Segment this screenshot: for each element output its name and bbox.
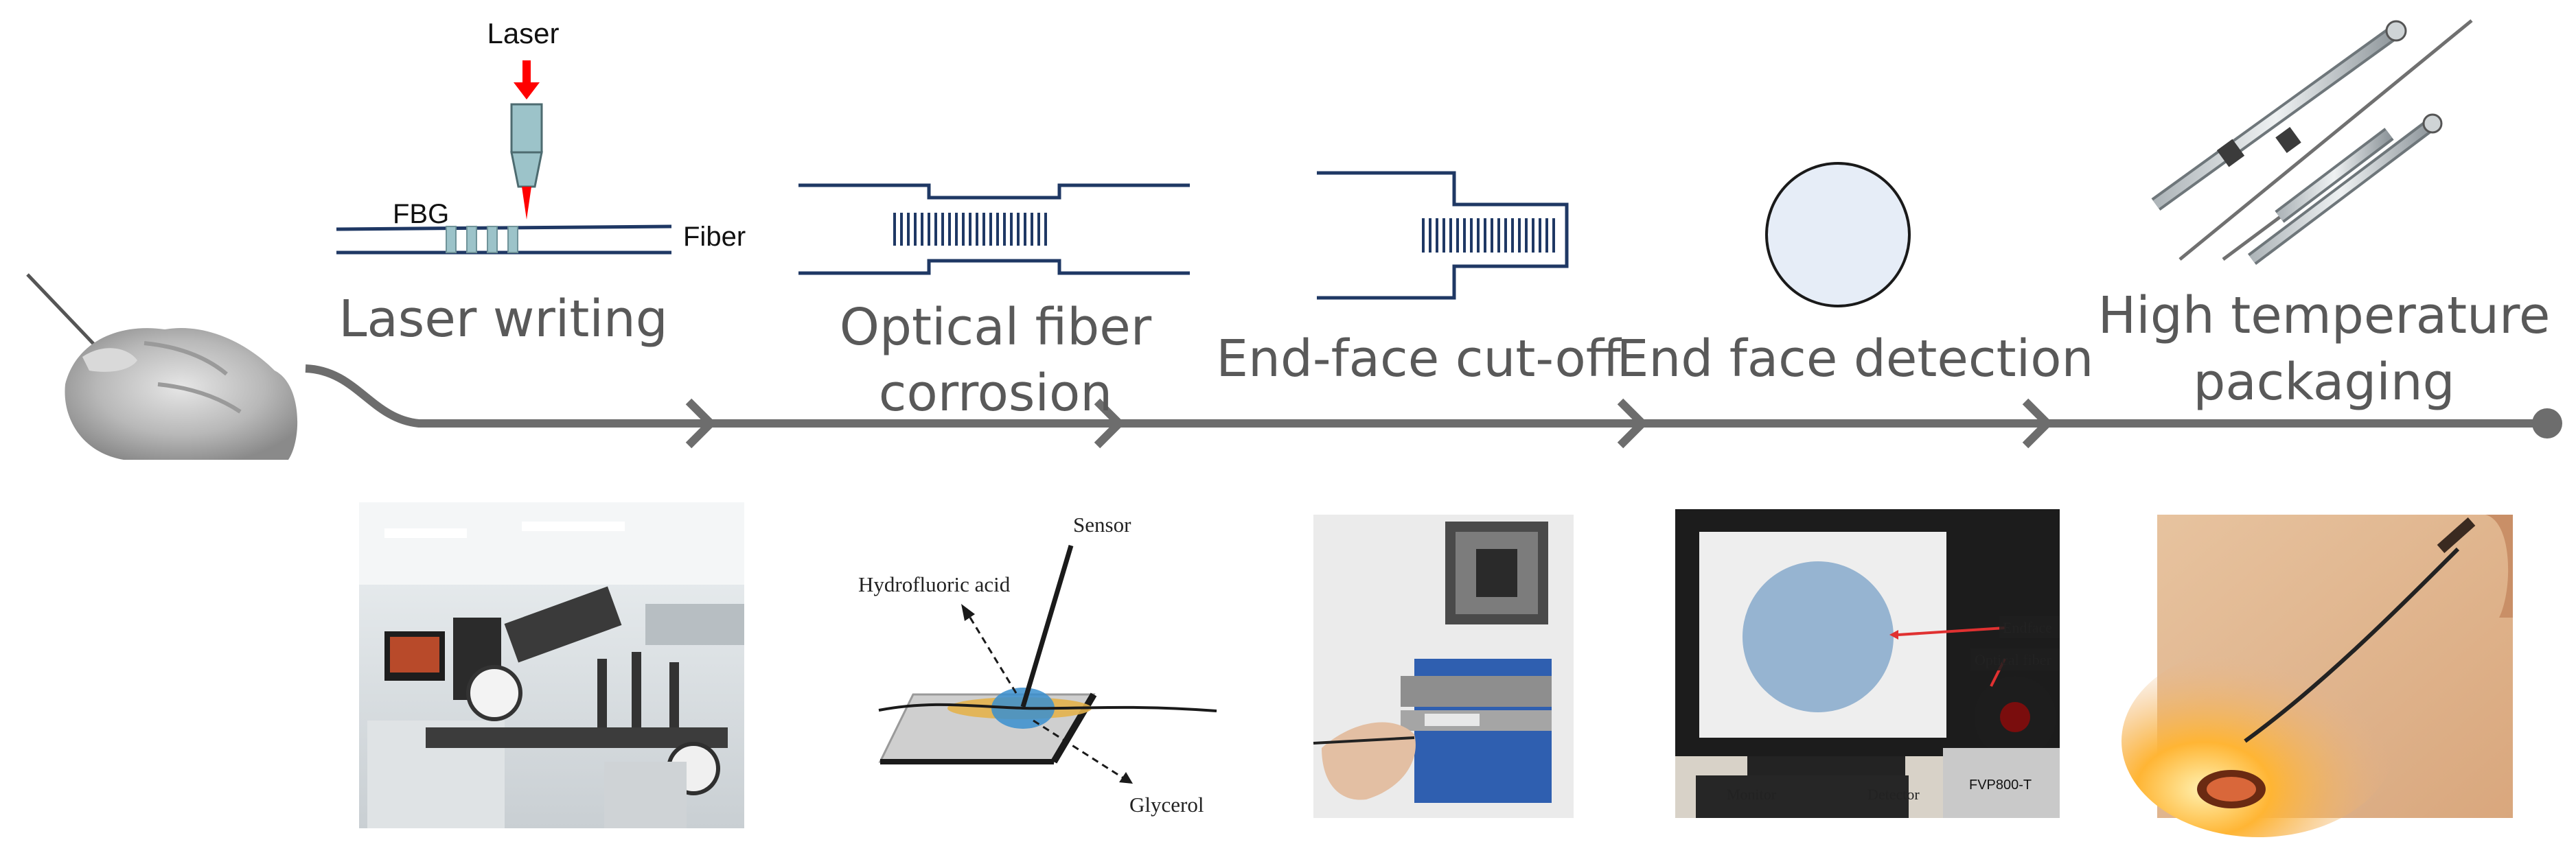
timeline-arrow-3	[1617, 398, 1648, 449]
fiber-line-top	[336, 224, 672, 231]
hand-holding-fiber-image	[26, 273, 298, 460]
monitor-label: Monitor	[1727, 786, 1777, 803]
optical-fiber-label: Optical fiber	[1975, 651, 2051, 668]
laser-label: Laser	[487, 17, 559, 49]
photo-endface-detector: Endface Optical fiber Monitor Detector F…	[1675, 509, 2060, 818]
photo-flame-packaging	[2121, 515, 2513, 837]
laser-writing-schematic: Laser FBG Fiber	[336, 17, 746, 255]
step-title-laser-writing: Laser writing	[338, 290, 668, 349]
step-title-corrosion-line1: Optical fiber	[840, 298, 1152, 357]
endface-label: Endface	[2003, 619, 2052, 636]
monitor-endface-circle	[1743, 561, 1894, 712]
step-title-detection: End face detection	[1617, 329, 2094, 388]
timeline-arrow-4	[2022, 398, 2054, 449]
cutoff-schematic	[1317, 171, 1569, 300]
timeline-arrow-1	[685, 398, 717, 449]
fbg-label: FBG	[393, 199, 449, 229]
glycerol-label: Glycerol	[1129, 793, 1204, 817]
endface-circle	[1765, 162, 1911, 307]
step-title-corrosion-line2: corrosion	[879, 364, 1112, 423]
process-timeline	[305, 364, 2562, 449]
corrosion-schematic	[798, 183, 1190, 275]
photo-laser-lab	[359, 502, 744, 828]
packaged-sensors-image	[2151, 19, 2473, 265]
grating-marks	[446, 226, 518, 253]
photo-fiber-cleaver	[1313, 515, 1574, 818]
step-title-cutoff: End-face cut-off	[1216, 329, 1622, 388]
laser-head	[510, 103, 543, 154]
sensor-label: Sensor	[1073, 513, 1131, 537]
timeline-end-dot	[2532, 408, 2562, 438]
step-title-packaging-line1: High temperature	[2098, 286, 2551, 345]
timeline-arrow-2	[1094, 398, 1125, 449]
photo-corrosion-setup: Sensor Hydrofluoric acid Glycerol	[858, 513, 1217, 817]
brand-label: FVP800-T	[1969, 777, 2032, 793]
hydrofluoric-acid-label: Hydrofluoric acid	[858, 572, 1011, 596]
step-title-packaging-line2: packaging	[2193, 353, 2454, 412]
fiber-label: Fiber	[683, 222, 746, 252]
detector-label: Detector	[1867, 786, 1920, 803]
